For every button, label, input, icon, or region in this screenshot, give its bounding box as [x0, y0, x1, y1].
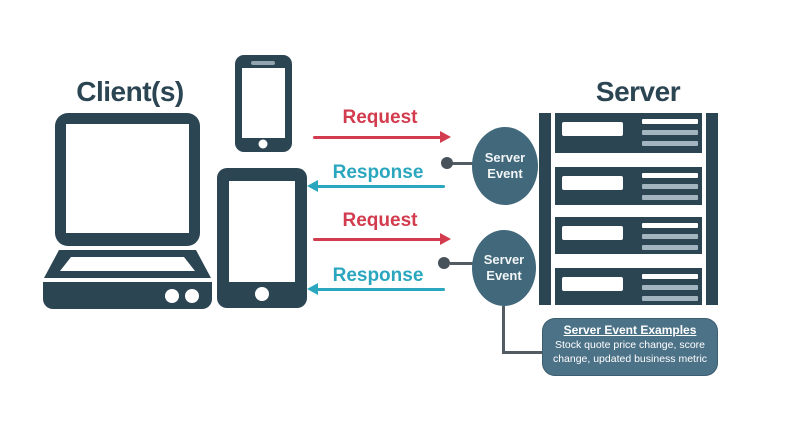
clients-title: Client(s): [76, 76, 184, 107]
response-label-1: Response: [332, 162, 424, 183]
server-unit-stripe: [642, 130, 698, 135]
server-unit: [555, 217, 702, 254]
request-label-2: Request: [342, 210, 418, 231]
server-unit-stripe: [642, 274, 698, 279]
server-event-circle-1: Server Event: [472, 127, 538, 205]
request-arrowhead-2: [440, 233, 451, 245]
server-title: Server: [595, 76, 681, 107]
response-arrowhead-1: [307, 180, 318, 192]
event-connector-dot-1: [441, 157, 453, 169]
laptop-icon: [43, 112, 212, 315]
rack-right-rail: [706, 113, 718, 305]
server-unit-stripe: [642, 285, 698, 290]
rack-left-rail: [539, 113, 551, 305]
response-arrow-2: [317, 288, 445, 291]
server-unit-stripe: [642, 245, 698, 250]
server-unit-stripe: [642, 184, 698, 189]
server-unit-slot: [562, 176, 623, 190]
response-label-2: Response: [332, 265, 424, 286]
examples-connector-horizontal: [502, 351, 542, 354]
tablet-icon: [217, 168, 307, 313]
server-unit-slot: [562, 226, 623, 240]
server-rack-icon: [539, 113, 718, 305]
request-arrow-2: [313, 238, 441, 241]
server-unit-stripe: [642, 195, 698, 200]
server-unit-stripe: [642, 234, 698, 239]
server-event-circle-2: Server Event: [472, 230, 536, 306]
response-arrowhead-2: [307, 283, 318, 295]
event-connector-line-2: [450, 262, 478, 265]
server-unit-slot: [562, 122, 623, 136]
response-arrow-1: [317, 185, 445, 188]
server-event-examples-box: Server Event Examples Stock quote price …: [542, 318, 718, 376]
server-unit-stripe: [642, 296, 698, 301]
request-arrowhead-1: [440, 131, 451, 143]
event-connector-dot-2: [438, 257, 450, 269]
server-unit-stripe: [642, 141, 698, 146]
examples-connector-vertical: [502, 306, 505, 353]
server-unit-stripe: [642, 173, 698, 178]
smartphone-icon: [235, 55, 292, 157]
event-connector-line-1: [450, 162, 478, 165]
server-unit: [555, 113, 702, 153]
examples-title: Server Event Examples: [563, 323, 697, 337]
request-arrow-1: [313, 136, 441, 139]
server-unit: [555, 167, 702, 205]
server-unit: [555, 268, 702, 305]
server-unit-stripe: [642, 119, 698, 124]
server-unit-slot: [562, 277, 623, 291]
request-label-1: Request: [342, 107, 418, 128]
server-unit-stripe: [642, 223, 698, 228]
examples-body: Stock quote price change, score change, …: [552, 339, 708, 365]
